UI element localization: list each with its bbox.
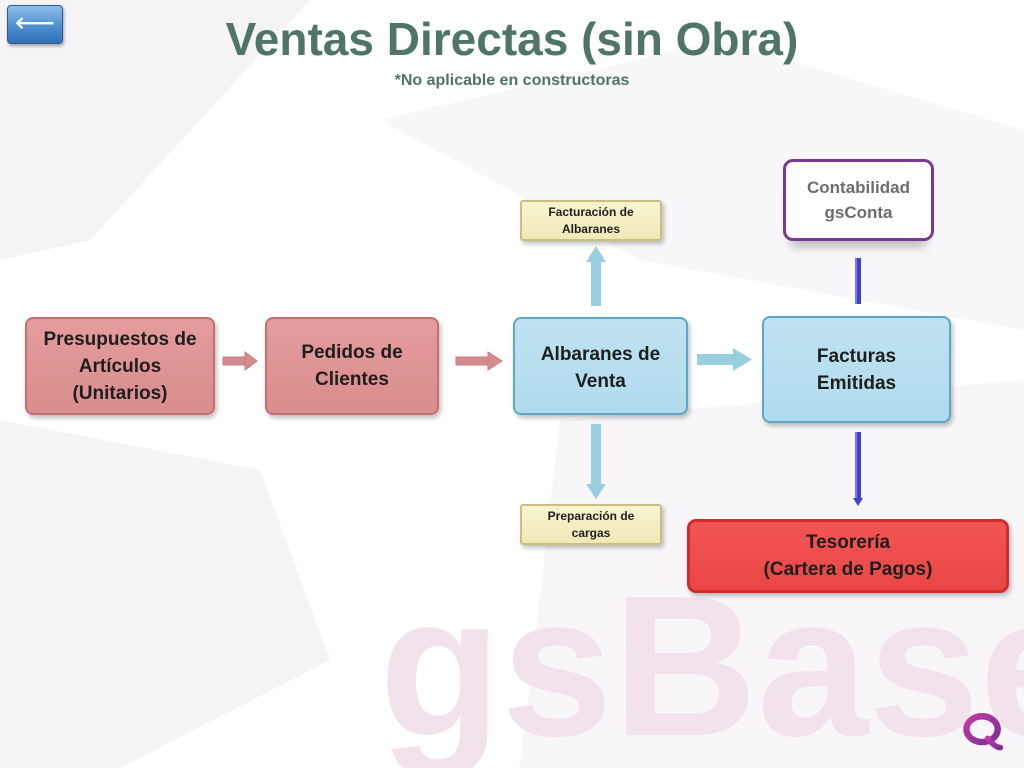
node-facturas-line1: Facturas [816,345,897,367]
node-presupuestos-line3: (Unitarios) [72,382,168,404]
node-albaranes-line1: Albaranes de [540,344,661,365]
node-contabilidad: Contabilidad gsConta [783,159,934,241]
page-subtitle: *No aplicable en constructoras [394,72,630,89]
node-tesoreria-line1: Tesorería [805,532,891,553]
node-tesoreria: Tesorería (Cartera de Pagos) [687,519,1009,593]
node-facturas-line2: Emitidas [816,372,897,394]
node-preparacion-line1: Preparación de [547,508,635,523]
back-button[interactable]: ⟵ [7,5,63,44]
node-contabilidad-line1: Contabilidad [807,178,910,197]
node-presupuestos: Presupuestos de Artículos (Unitarios) [25,317,215,415]
gsbase-logo-icon [963,713,1004,751]
node-albaranes-line2: Venta [575,371,626,392]
node-contabilidad-line2: gsConta [824,203,893,222]
node-albaranes: Albaranes de Venta [513,317,688,415]
node-preparacion-line2: cargas [571,525,611,540]
node-facturacion-line2: Albaranes [561,221,620,236]
node-pedidos-line2: Clientes [315,369,389,390]
node-presupuestos-line2: Artículos [78,355,162,377]
node-facturacion-line1: Facturación de [548,204,634,219]
node-tesoreria-line2: (Cartera de Pagos) [763,559,933,580]
node-pedidos-line1: Pedidos de [301,342,403,363]
node-presupuestos-line1: Presupuestos de [43,328,197,350]
node-pedidos: Pedidos de Clientes [265,317,439,415]
node-preparacion: Preparación de cargas [520,504,662,545]
page-title: Ventas Directas (sin Obra) [225,13,799,65]
node-facturas: Facturas Emitidas [762,316,951,423]
node-facturacion: Facturación de Albaranes [520,200,662,241]
